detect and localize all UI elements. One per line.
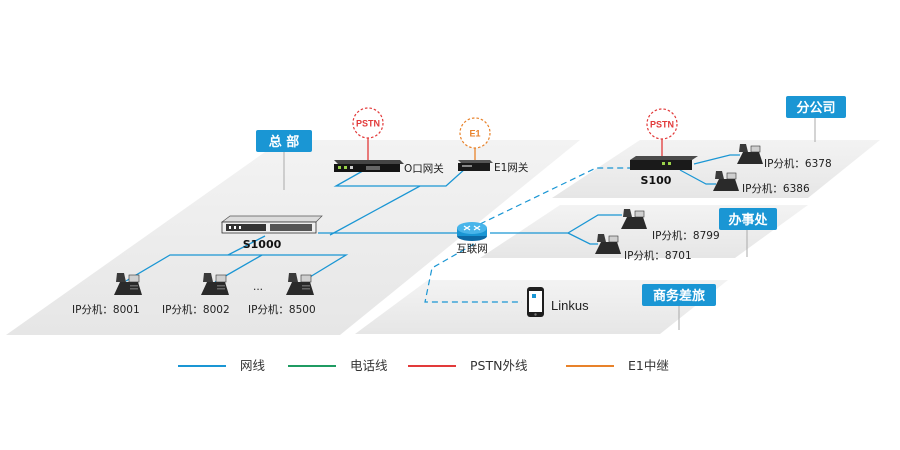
phone-icon: [201, 273, 229, 295]
extension-label: IP分机：6386: [742, 182, 810, 195]
oo-gateway-device: [334, 160, 404, 172]
extension-label: IP分机：8001: [72, 303, 140, 316]
extension-label: IP分机：8002: [162, 303, 230, 316]
legend: 网线 电话线 PSTN外线 E1中继: [178, 358, 669, 373]
linkus-label: Linkus: [551, 298, 589, 313]
extension-label: IP分机：8701: [624, 249, 692, 262]
extension-label: IP分机：6378: [764, 157, 832, 170]
branch-platform: [552, 140, 880, 198]
branch-lan: [679, 154, 740, 185]
branch-tag: 分公司: [786, 96, 846, 118]
svg-text:分公司: 分公司: [796, 100, 835, 116]
pstn-branch-label: PSTN: [650, 120, 674, 130]
s1000-label: S1000: [243, 238, 282, 251]
phone-icon: [737, 144, 763, 164]
svg-text:总 部: 总 部: [269, 134, 300, 150]
e1-hq-ring: E1: [459, 117, 491, 160]
s1000-phone-bus: [227, 235, 349, 284]
travel-tag: 商务差旅: [642, 284, 716, 306]
phone-icon: [286, 273, 314, 295]
phone-icon: [595, 234, 621, 254]
s100-phone-6378-link: [693, 154, 740, 165]
internet-router-icon: [457, 222, 487, 241]
phone-icon: [713, 171, 739, 191]
legend-label-e1: E1中继: [628, 358, 669, 373]
hq-phone-8001-link: [125, 254, 228, 282]
hq-tag: 总 部: [256, 130, 312, 152]
pstn-branch-ring: PSTN: [646, 108, 678, 158]
office-tag: 办事处: [719, 208, 777, 230]
s100-phone-6386-link: [679, 169, 716, 185]
internet-travel-link: [424, 243, 522, 303]
extension-label: IP分机：8500: [248, 303, 316, 316]
extension-label: IP分机：8799: [652, 229, 720, 242]
office-phone-8701-link: [567, 232, 598, 245]
legend-label-network: 网线: [240, 358, 266, 373]
oo-gw-link: [333, 167, 420, 187]
oo-gateway-label: O口网关: [404, 162, 444, 175]
phone-icon: [114, 273, 142, 295]
s1000-device: [220, 215, 323, 234]
pstn-hq-ring: PSTN: [352, 107, 384, 160]
pstn-hq-label: PSTN: [356, 119, 380, 129]
virtual-links: [424, 167, 636, 303]
linkus-mobile-icon: [527, 287, 544, 317]
hq-platform: [6, 140, 580, 335]
internet-label: 互联网: [456, 243, 488, 255]
internet-branch-link: [479, 167, 636, 225]
tag-pointers: [283, 117, 816, 330]
network-lines: [125, 167, 622, 284]
legend-label-pstn: PSTN外线: [470, 358, 528, 373]
e1-gw-link: [329, 167, 467, 236]
e1-gateway-label: E1网关: [494, 161, 529, 174]
internet-office-link: [490, 214, 622, 234]
svg-text:办事处: 办事处: [728, 212, 768, 228]
e1-gateway-device: [458, 160, 493, 171]
s100-label: S100: [641, 174, 672, 187]
e1-hq-label: E1: [469, 129, 480, 139]
ellipsis-label: ···: [253, 284, 263, 296]
s100-device: [630, 156, 698, 170]
legend-label-phone-line: 电话线: [350, 358, 388, 373]
phone-icon: [621, 209, 647, 229]
svg-text:商务差旅: 商务差旅: [653, 288, 705, 304]
